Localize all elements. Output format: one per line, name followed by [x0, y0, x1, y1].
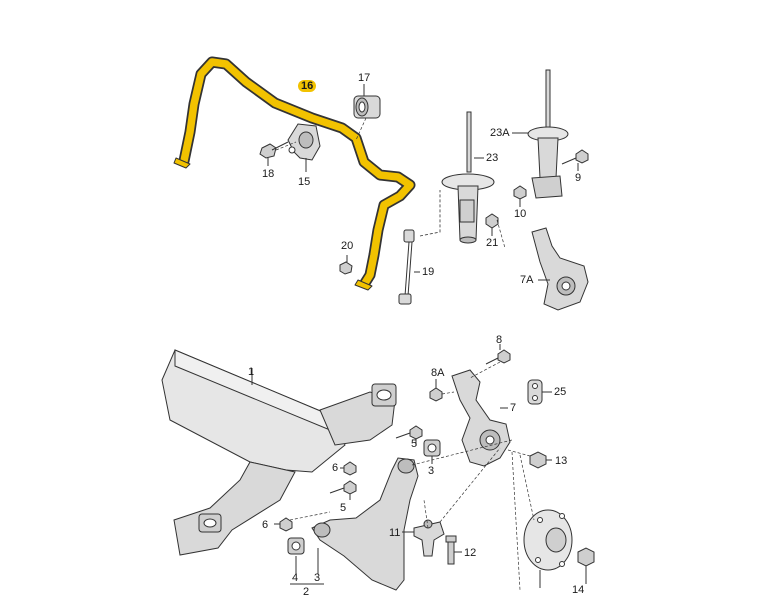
bush-3	[423, 439, 441, 457]
part-label-3-wishbone: 3	[314, 572, 321, 584]
part-label-5-lower: 5	[340, 502, 347, 514]
part-label-6-upper: 6	[332, 462, 339, 474]
part-label-10: 10	[514, 208, 527, 220]
ball-joint-11	[413, 519, 445, 557]
rubber-bush-17	[353, 95, 381, 119]
part-label-23a: 23A	[490, 127, 510, 139]
part-label-2: 2	[303, 586, 310, 598]
wheel-bearing-housing-7a	[531, 227, 589, 311]
wishbone-2	[311, 457, 419, 591]
nut-6-upper	[343, 461, 357, 476]
part-label-23: 23	[486, 152, 499, 164]
nut-6-lower	[279, 517, 293, 532]
coupling-rod-19	[398, 229, 415, 305]
bush-4	[287, 537, 305, 555]
clamp-15	[287, 123, 321, 161]
part-label-12: 12	[464, 547, 477, 559]
bolt-12	[445, 535, 457, 565]
bolt-18	[259, 141, 289, 159]
part-label-4: 4	[292, 572, 299, 584]
part-label-8: 8	[496, 334, 503, 346]
nut-8a	[429, 387, 443, 402]
part-label-14: 14	[572, 584, 585, 596]
part-label-8a: 8A	[431, 367, 445, 379]
subframe-1	[161, 349, 397, 556]
nut-13	[529, 451, 547, 469]
part-label-5-upper: 5	[411, 438, 418, 450]
part-label-20: 20	[341, 240, 354, 252]
stabilizer-bar	[173, 56, 416, 291]
swivel-bearing-7	[451, 369, 511, 467]
part-label-21: 21	[486, 237, 499, 249]
part-label-3-bush: 3	[428, 465, 435, 477]
part-label-17: 17	[358, 72, 371, 84]
nut-21	[485, 213, 499, 229]
part-label-25: 25	[554, 386, 567, 398]
part-label-7: 7	[510, 402, 517, 414]
part-label-7a: 7A	[520, 274, 534, 286]
part-label-19: 19	[422, 266, 435, 278]
part-label-16-stabilizer: 16	[298, 80, 317, 92]
part-label-9: 9	[575, 172, 582, 184]
part-label-13: 13	[555, 455, 568, 467]
wheel-hub-14	[523, 509, 595, 571]
strut-23a	[527, 69, 569, 199]
part-label-6-lower: 6	[262, 519, 269, 531]
part-label-11: 11	[389, 527, 401, 539]
bolt-9	[561, 149, 589, 165]
bracket-25	[527, 379, 543, 405]
nut-20	[339, 261, 353, 275]
part-label-1: 1	[248, 366, 255, 378]
bolt-5-lower	[329, 480, 357, 495]
nut-10	[513, 185, 527, 200]
bolt-5-upper	[395, 425, 423, 440]
assembly-guide-lines	[275, 117, 535, 591]
strut-23	[441, 111, 495, 244]
part-label-18: 18	[262, 168, 275, 180]
part-label-15: 15	[298, 176, 311, 188]
bolt-8	[485, 349, 511, 365]
